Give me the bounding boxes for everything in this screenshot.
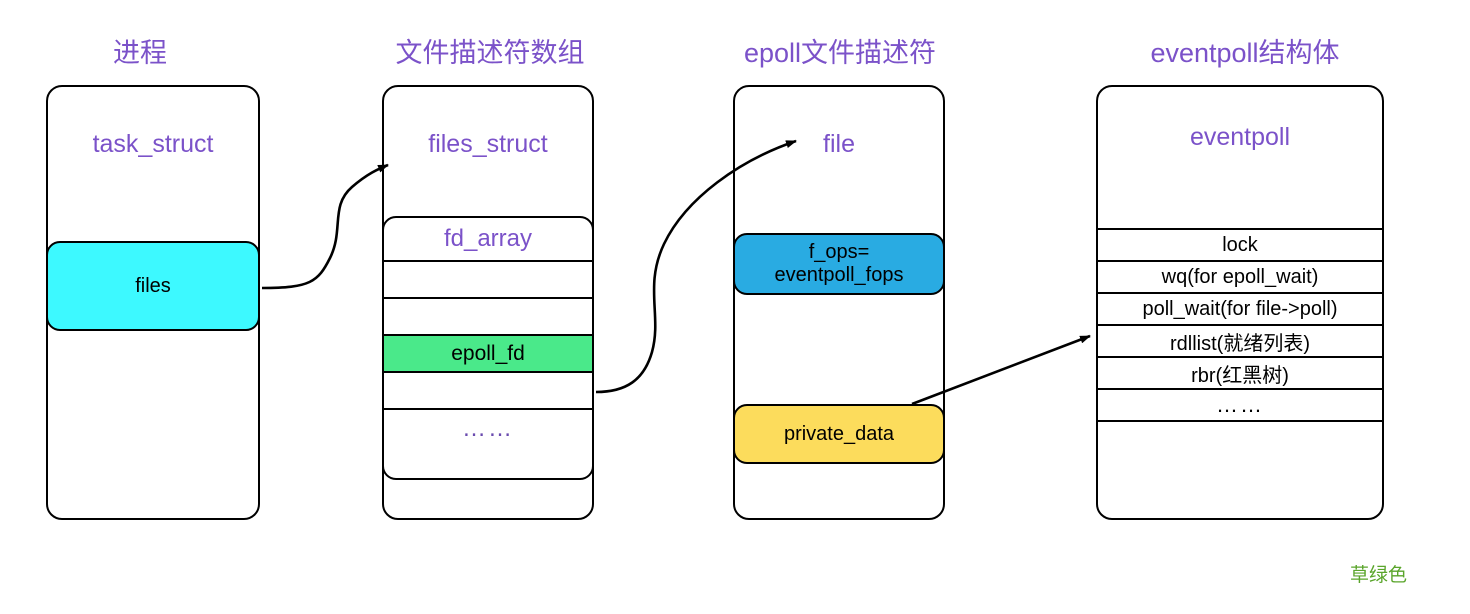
- files-struct-label: files_struct: [428, 130, 548, 158]
- eventpoll-field-lock[interactable]: lock: [1098, 228, 1382, 260]
- f-ops-member-box[interactable]: f_ops= eventpoll_fops: [733, 233, 945, 295]
- fd-array-header: fd_array: [384, 218, 592, 262]
- eventpoll-field-rbr[interactable]: rbr(红黑树): [1098, 356, 1382, 388]
- private-data-member-box[interactable]: private_data: [733, 404, 945, 464]
- eventpoll-field-poll-wait[interactable]: poll_wait(for file->poll): [1098, 292, 1382, 324]
- arrow-files-to-files-struct: [261, 163, 389, 290]
- eventpoll-field-wq[interactable]: wq(for epoll_wait): [1098, 260, 1382, 292]
- task-struct-label: task_struct: [92, 130, 214, 158]
- private-data-member-label: private_data: [783, 422, 895, 445]
- eventpoll-field-rdllist[interactable]: rdllist(就绪列表): [1098, 324, 1382, 356]
- eventpoll-struct-box[interactable]: eventpoll lock wq(for epoll_wait) poll_w…: [1096, 85, 1384, 520]
- fd-array-box[interactable]: fd_array epoll_fd ……: [382, 216, 594, 480]
- files-member-label: files: [135, 274, 171, 297]
- column-title-process: 进程: [113, 38, 167, 68]
- fd-array-slot-0[interactable]: [384, 262, 592, 299]
- legend-note: 草绿色: [1350, 565, 1408, 586]
- eventpoll-field-list: lock wq(for epoll_wait) poll_wait(for fi…: [1098, 228, 1382, 452]
- fd-array-slot-3[interactable]: [384, 373, 592, 410]
- column-title-eventpoll: eventpoll结构体: [1150, 38, 1340, 68]
- file-struct-label: file: [823, 130, 855, 158]
- files-member-box[interactable]: files: [46, 241, 260, 331]
- column-title-fd-array: 文件描述符数组: [395, 38, 585, 68]
- column-title-epoll-fd: epoll文件描述符: [743, 38, 937, 68]
- fd-array-ellipsis: ……: [462, 414, 514, 442]
- eventpoll-struct-label: eventpoll: [1189, 123, 1291, 151]
- eventpoll-field-empty: [1098, 420, 1382, 452]
- fd-array-slot-epoll-fd[interactable]: epoll_fd: [384, 336, 592, 373]
- eventpoll-field-ellipsis: ……: [1098, 388, 1382, 420]
- f-ops-member-label: f_ops= eventpoll_fops: [774, 241, 904, 286]
- fd-array-slot-1[interactable]: [384, 299, 592, 336]
